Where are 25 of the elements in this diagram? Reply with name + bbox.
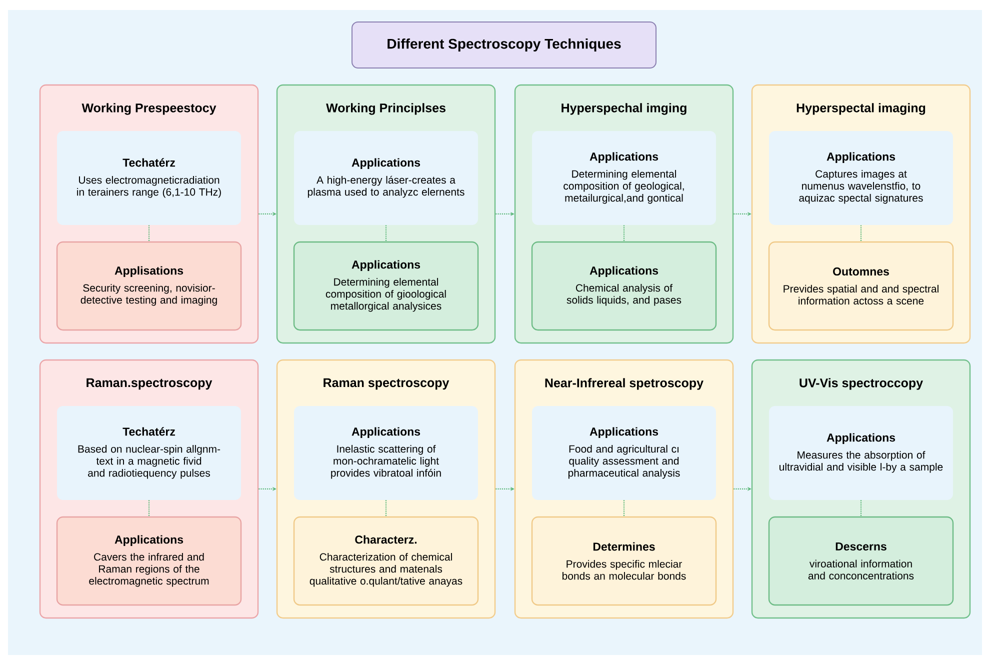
info-box: Techatérz Uses electromagneticradiation in terainers range (6,1-10 THz) bbox=[57, 130, 241, 225]
info-box: Applications Captures images at numenus wavelenstfio, to aquizac spectal signatures bbox=[769, 130, 953, 225]
title-box: Different Spectroscopy Techniques bbox=[352, 22, 656, 68]
detail-box: Descerns viroational information and conconcentrations bbox=[768, 516, 954, 606]
detail-box: Determines Provides specific mleciar bonds an molecular bonds bbox=[531, 516, 717, 606]
connector-line bbox=[148, 225, 150, 242]
connector-line bbox=[860, 225, 862, 242]
info-box: Applications A high-energy láser-creates a plasma used to analyzc elernents bbox=[294, 130, 478, 225]
connector-line bbox=[385, 225, 387, 242]
detail-box: Applications Cavers the infrared and Raman regions of the electromagnetic spectrum bbox=[56, 516, 242, 606]
detail-box: Applisations Security screening, novisior-detective testing and imaging bbox=[56, 241, 242, 331]
info-box: Techatérz Based on nuclear-spin allgnm-text in a magnetic fivid and radiotiequency pulses bbox=[57, 406, 241, 500]
detail-box: Outomnes Prevides spatial and and spectral information actoss a scene bbox=[768, 241, 954, 331]
info-box: Applications Determining elemental composition of geological, metailurgical,and gontical bbox=[532, 130, 716, 225]
connector-line bbox=[148, 500, 150, 516]
connector-line bbox=[623, 500, 625, 516]
info-box: Applications Measures the absorption of ultravidial and visible l-by a sample bbox=[769, 406, 953, 500]
info-box: Applications Inelastic scattering of mon-ochramatelic light provides vibratoal infóin bbox=[294, 406, 478, 500]
info-box: Applications Food and agricultural cı quality assessment and pharmaceutical analysis bbox=[532, 406, 716, 500]
connector-line bbox=[860, 500, 862, 516]
connector-line bbox=[385, 500, 387, 516]
detail-box: Characterz. Characterization of chemical structures and matenals qualitative o.qulant/tative anayas bbox=[293, 516, 479, 606]
detail-box: Applications Chemical analysis of solids liquids, and pases bbox=[531, 241, 717, 331]
connector-line bbox=[623, 225, 625, 242]
detail-box: Applications Determining elemental composition of gioological metallorgical analysices bbox=[293, 241, 479, 331]
